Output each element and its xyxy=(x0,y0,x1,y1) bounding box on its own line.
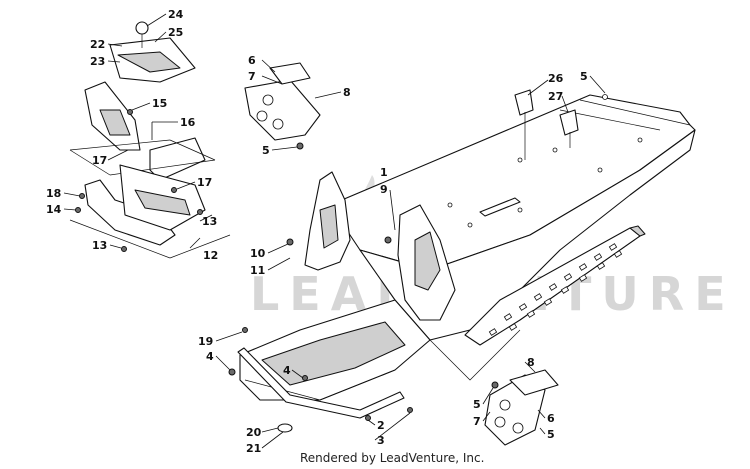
callout-16: 16 xyxy=(180,116,196,129)
chassis-tunnel xyxy=(237,94,696,419)
callout-10: 10 xyxy=(250,247,266,260)
left-bracket-stack xyxy=(69,81,216,181)
callout-6-upper: 6 xyxy=(248,54,256,67)
callout-17-upper: 17 xyxy=(92,154,107,167)
callout-26: 26 xyxy=(548,72,564,85)
callout-23: 23 xyxy=(90,55,105,68)
callout-5-lower-a: 5 xyxy=(473,398,481,411)
callout-7-lower: 7 xyxy=(473,415,481,428)
callout-19: 19 xyxy=(198,335,213,348)
callout-15: 15 xyxy=(152,97,167,110)
fasteners xyxy=(75,109,413,433)
callout-4-left: 4 xyxy=(206,350,214,363)
callout-5-deck: 5 xyxy=(580,70,588,83)
callouts: 24 25 22 23 15 16 17 17 18 14 13 13 12 6… xyxy=(46,8,588,455)
leader-lines xyxy=(63,13,606,449)
lower-left-bracket xyxy=(69,164,231,259)
callout-2: 2 xyxy=(377,419,385,432)
footer-credit: Rendered by LeadVenture, Inc. xyxy=(300,451,484,465)
callout-4-center: 4 xyxy=(283,364,291,377)
upper-side-panel xyxy=(244,62,321,150)
callout-18: 18 xyxy=(46,187,61,200)
callout-1: 1 xyxy=(380,166,388,179)
callout-17-lower: 17 xyxy=(197,176,212,189)
callout-6-lower: 6 xyxy=(547,412,555,425)
callout-3: 3 xyxy=(377,434,385,447)
callout-8-upper: 8 xyxy=(343,86,351,99)
callout-11: 11 xyxy=(250,264,265,277)
callout-9: 9 xyxy=(380,183,388,196)
callout-8-lower: 8 xyxy=(527,356,535,369)
lower-side-panel xyxy=(484,369,559,446)
callout-12: 12 xyxy=(203,249,218,262)
callout-27: 27 xyxy=(548,90,563,103)
callout-20: 20 xyxy=(246,426,262,439)
callout-22: 22 xyxy=(90,38,105,51)
callout-13-left: 13 xyxy=(92,239,107,252)
running-board-holes xyxy=(488,243,623,336)
deck-brackets xyxy=(514,89,608,160)
callout-13-right: 13 xyxy=(202,215,217,228)
callout-24: 24 xyxy=(168,8,184,21)
callout-14: 14 xyxy=(46,203,62,216)
callout-5-upper: 5 xyxy=(262,144,270,157)
callout-5-lower-b: 5 xyxy=(547,428,555,441)
hood-bracket-assembly xyxy=(109,21,196,83)
callout-7-upper: 7 xyxy=(248,70,256,83)
callout-21: 21 xyxy=(246,442,261,455)
callout-25: 25 xyxy=(168,26,183,39)
